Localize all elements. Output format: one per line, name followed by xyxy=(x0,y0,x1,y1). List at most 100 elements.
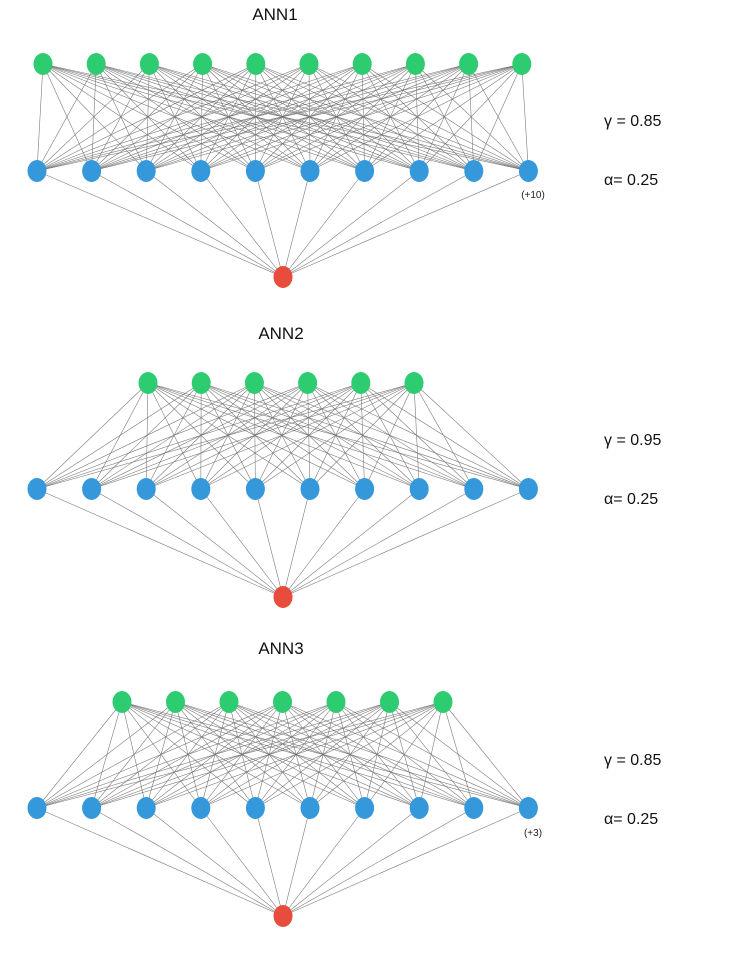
connection-edge xyxy=(468,63,475,172)
connection-edge xyxy=(36,488,284,598)
input-node xyxy=(191,478,211,500)
hidden-node xyxy=(219,691,239,713)
connection-edge xyxy=(36,63,97,172)
connection-edge xyxy=(282,488,529,598)
input-node xyxy=(518,478,538,500)
connection-edge xyxy=(364,701,390,809)
input-node xyxy=(300,160,320,182)
connection-edge xyxy=(335,701,529,809)
hidden-node xyxy=(433,691,453,713)
connection-edge xyxy=(255,63,420,172)
hidden-node xyxy=(326,691,346,713)
connection-edge xyxy=(413,382,475,490)
connection-edge xyxy=(362,63,529,172)
connection-edge xyxy=(42,63,365,172)
input-node xyxy=(409,478,429,500)
input-node xyxy=(464,797,484,819)
connection-edge xyxy=(228,701,474,809)
connection-edge xyxy=(36,701,123,809)
hidden-node xyxy=(512,53,532,75)
connection-edge xyxy=(147,382,365,490)
connection-edge xyxy=(228,701,420,809)
input-node xyxy=(245,160,265,182)
hidden-node xyxy=(246,53,266,75)
network-title: ANN1 xyxy=(252,5,297,24)
output-node xyxy=(273,586,293,608)
connection-edge xyxy=(202,63,529,172)
connection-edge xyxy=(146,807,284,917)
hidden-node xyxy=(138,372,158,394)
connection-edge xyxy=(364,63,416,172)
connection-edge xyxy=(200,63,310,172)
connection-edge xyxy=(254,382,420,490)
connection-edge xyxy=(149,63,202,172)
connection-edge xyxy=(361,63,365,172)
connection-edge xyxy=(254,382,311,490)
network-ann1: ANN1 (+10) γ = 0.85 α= 0.25 xyxy=(27,5,661,288)
connection-edge xyxy=(146,701,444,809)
connection-edge xyxy=(200,382,415,490)
connection-edge xyxy=(389,701,420,809)
network-edges xyxy=(36,63,529,278)
network-nodes xyxy=(27,372,538,608)
connection-edge xyxy=(255,382,415,490)
connection-edge xyxy=(360,382,420,490)
connection-edge xyxy=(175,701,420,809)
connection-edge xyxy=(200,170,284,278)
input-node xyxy=(245,797,265,819)
connection-edge xyxy=(309,382,362,490)
connection-edge xyxy=(36,170,284,278)
network-nodes xyxy=(27,53,538,288)
connection-edge xyxy=(36,701,230,809)
connection-edge xyxy=(91,701,444,809)
hidden-node xyxy=(191,372,211,394)
hidden-node xyxy=(299,53,319,75)
hidden-node xyxy=(139,53,159,75)
hidden-node xyxy=(298,372,318,394)
connection-edge xyxy=(42,63,92,172)
input-node xyxy=(464,160,484,182)
connection-edge xyxy=(255,488,284,598)
connection-edge xyxy=(200,63,257,172)
connection-edge xyxy=(121,701,311,809)
input-node xyxy=(355,797,375,819)
connection-edge xyxy=(282,488,420,598)
extra-inputs-note: (+10) xyxy=(521,190,545,201)
connection-edge xyxy=(202,63,420,172)
input-node xyxy=(82,160,102,182)
input-node xyxy=(409,797,429,819)
connection-edge xyxy=(147,382,202,490)
connection-edge xyxy=(91,63,150,172)
connection-edge xyxy=(415,63,475,172)
connection-edge xyxy=(335,701,474,809)
input-node xyxy=(245,478,265,500)
connection-edge xyxy=(121,701,147,809)
connection-edge xyxy=(36,807,284,917)
connection-edge xyxy=(308,63,529,172)
connection-edge xyxy=(521,63,529,172)
connection-edge xyxy=(389,701,529,809)
connection-edge xyxy=(282,701,311,809)
connection-edge xyxy=(175,701,365,809)
connection-edge xyxy=(282,488,311,598)
connection-edge xyxy=(36,63,256,172)
connection-edge xyxy=(282,807,365,917)
connection-edge xyxy=(147,382,420,490)
connection-edge xyxy=(309,701,337,809)
gamma-label: γ = 0.95 xyxy=(604,432,661,449)
connection-edge xyxy=(36,63,150,172)
extra-inputs-note: (+3) xyxy=(524,828,542,839)
input-node xyxy=(518,160,538,182)
connection-edge xyxy=(36,63,310,172)
connection-edge xyxy=(389,701,475,809)
connection-edge xyxy=(308,63,365,172)
connection-edge xyxy=(202,63,365,172)
connection-edge xyxy=(202,63,256,172)
hidden-node xyxy=(404,372,424,394)
connection-edge xyxy=(146,170,284,278)
connection-edge xyxy=(42,63,147,172)
connection-edge xyxy=(121,701,256,809)
connection-edge xyxy=(282,170,311,278)
alpha-label: α= 0.25 xyxy=(604,172,658,189)
input-node xyxy=(27,160,47,182)
